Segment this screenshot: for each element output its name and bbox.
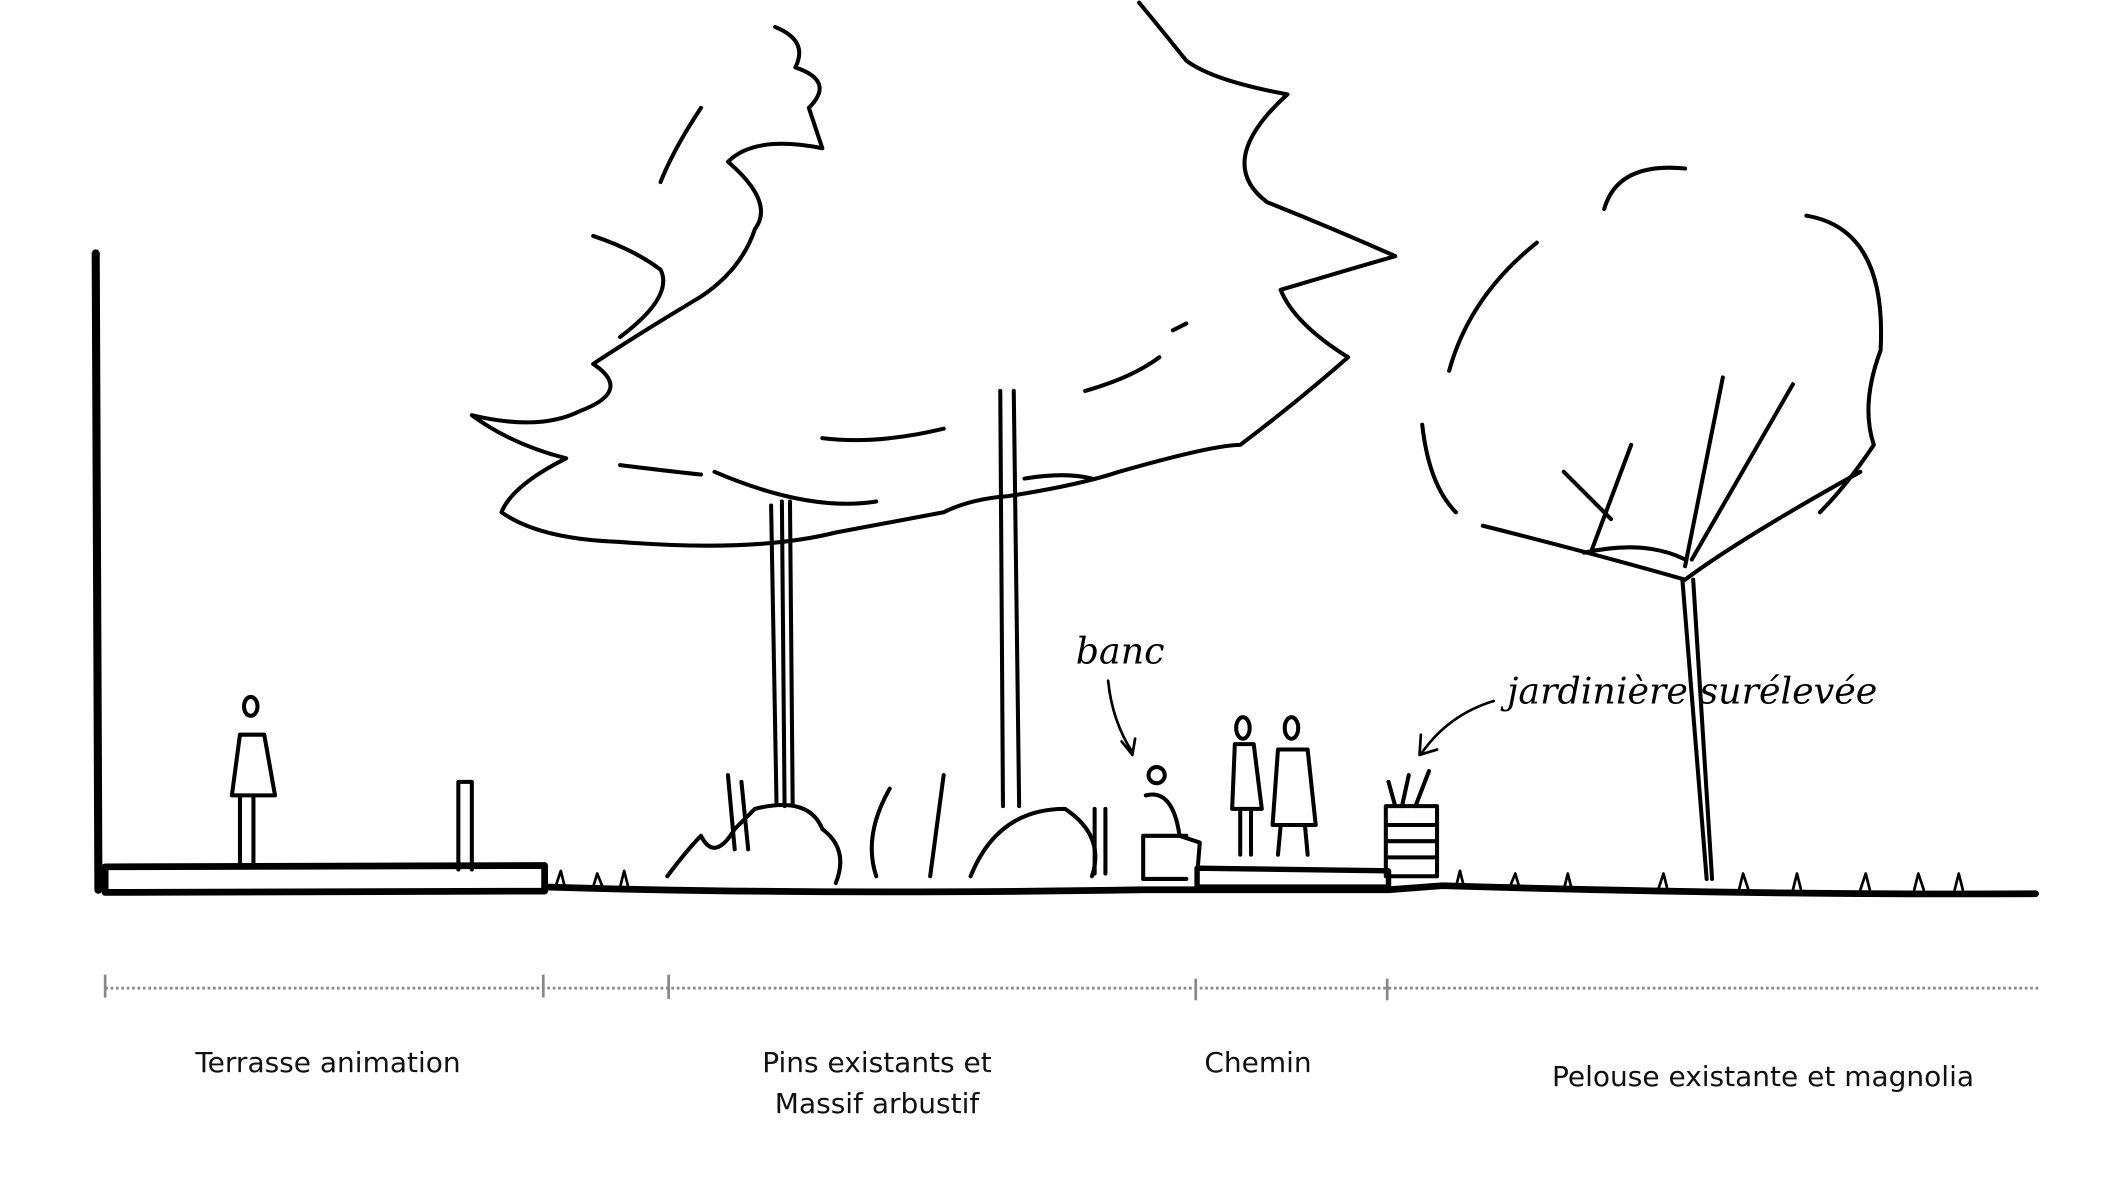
seated-person bbox=[1141, 765, 1202, 881]
zone-label-line2: Massif arbustif bbox=[774, 1087, 980, 1120]
raised-planter bbox=[1383, 769, 1440, 879]
zone-ruler bbox=[103, 974, 2039, 1001]
building-wall bbox=[91, 249, 103, 894]
bench-annotation: banc bbox=[1076, 629, 1165, 672]
planter-arrow bbox=[1418, 699, 1496, 757]
pine-trunk bbox=[998, 388, 1022, 809]
people-figures bbox=[1230, 715, 1318, 857]
zone-label-chemin: Chemin bbox=[1204, 1046, 1312, 1079]
bench-arrow bbox=[1106, 679, 1137, 757]
pine-trunk bbox=[769, 499, 795, 809]
bollard bbox=[456, 779, 1108, 876]
person-figure bbox=[229, 694, 278, 868]
zone-label-terrasse: Terrasse animation bbox=[195, 1046, 461, 1079]
path-slab bbox=[1194, 865, 1392, 890]
terrace-slab bbox=[101, 862, 548, 896]
magnolia-tree bbox=[1420, 165, 1884, 881]
zone-label-pelouse: Pelouse existante et magnolia bbox=[1551, 1060, 1975, 1093]
planter-annotation: jardinière surélevée bbox=[1500, 670, 1877, 713]
zone-label-pins: Pins existants et Massif arbustif bbox=[762, 1042, 992, 1124]
shrub-mass bbox=[665, 773, 1098, 886]
grass bbox=[554, 869, 1965, 892]
pine-canopy bbox=[469, 0, 1398, 548]
zone-label-line1: Pins existants et bbox=[762, 1046, 992, 1079]
